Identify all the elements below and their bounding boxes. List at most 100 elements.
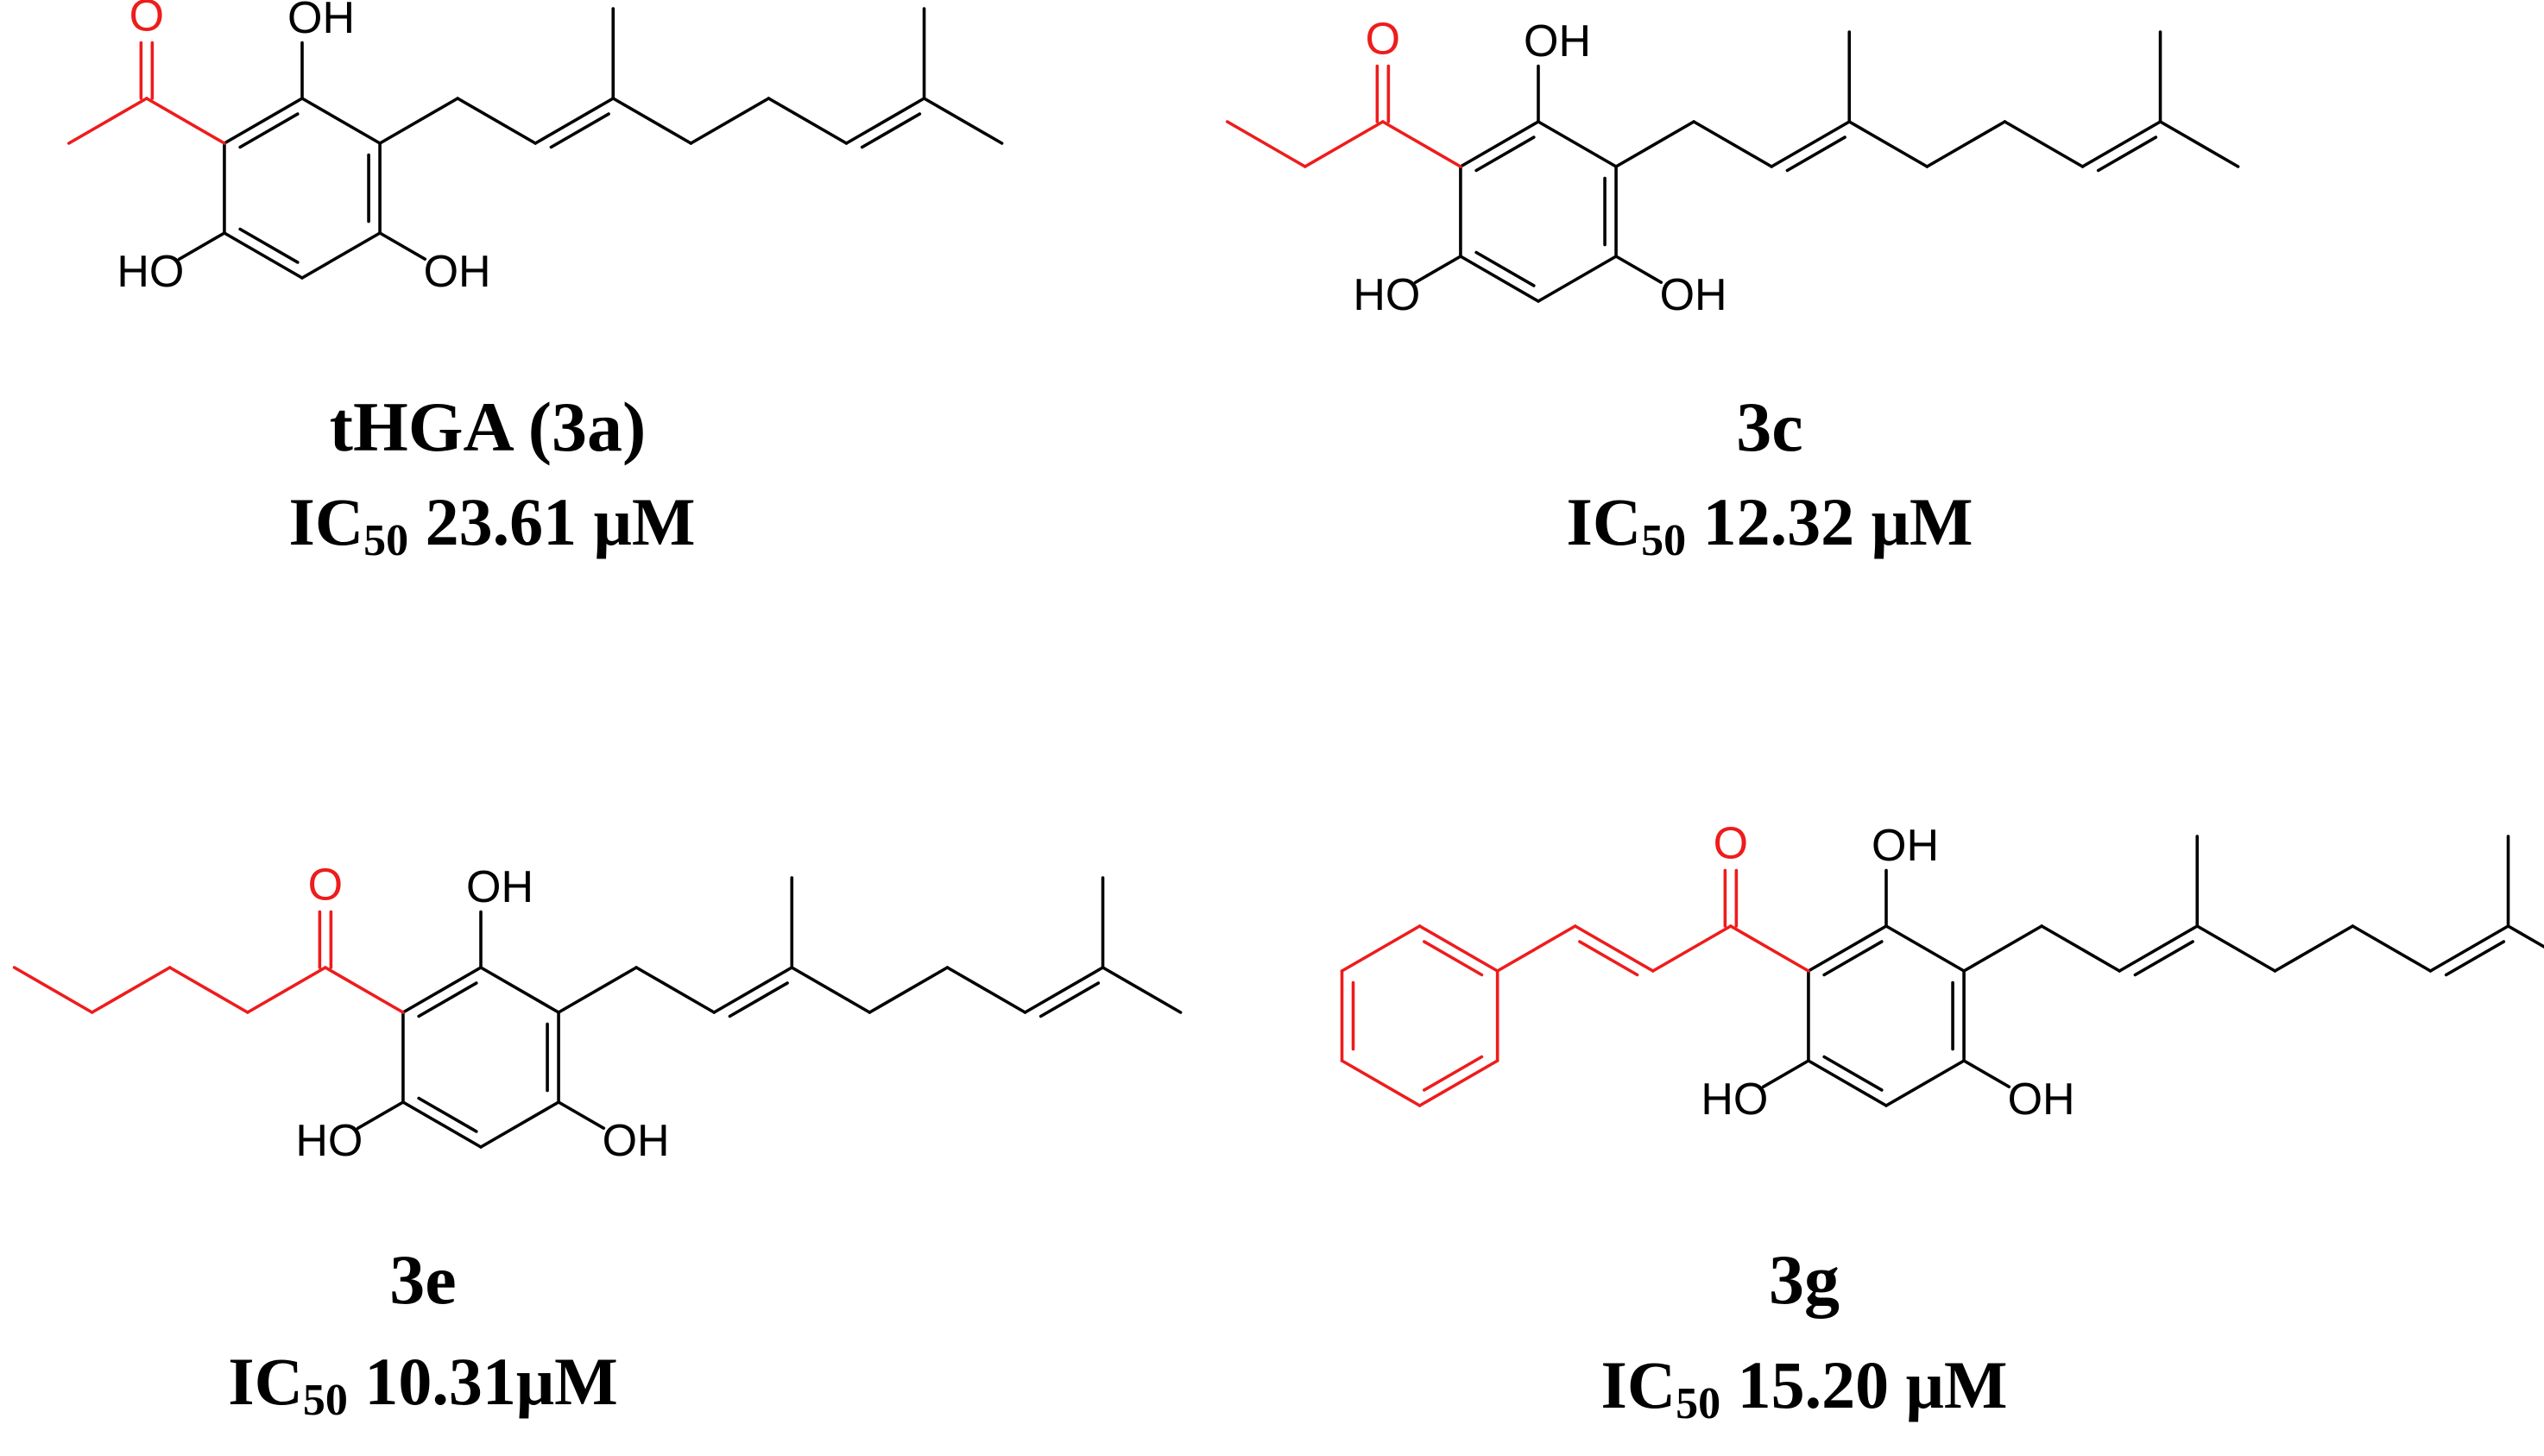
hydroxyl-bond [557, 1100, 606, 1130]
ring-bond [300, 97, 382, 145]
acyl-bond [324, 966, 405, 1014]
chain-double-bond [1785, 136, 1846, 173]
ring-bond [417, 1096, 478, 1133]
ring-bond [1822, 1055, 1884, 1092]
ring-bond [401, 1100, 483, 1149]
chain-bond [2351, 924, 2433, 973]
oxygen-label: O [1714, 819, 1748, 869]
hydroxyl-label: HO [1701, 1075, 1768, 1125]
hydroxyl-label: OH [466, 862, 533, 912]
chain-bond [1614, 120, 1695, 168]
chain-double-bond [2428, 924, 2510, 973]
phenyl-bond [1423, 1055, 1484, 1092]
ring-bond [1459, 255, 1540, 303]
ring-bond [479, 1100, 560, 1149]
acyl-bond [1381, 120, 1462, 168]
hydroxyl-label: HO [295, 1116, 363, 1166]
acyl-bond [1225, 120, 1307, 168]
ic50-subscript: 50 [363, 516, 409, 565]
ic50-value: 15.20 μM [1720, 1347, 2008, 1422]
vinyl-double-bond [1578, 940, 1639, 977]
chain-bond [2273, 924, 2355, 973]
ic50-prefix: IC [288, 484, 364, 559]
compound-name-3a: tHGA (3a) [329, 388, 647, 466]
phenyl-bond [1417, 924, 1499, 973]
vinyl-double-bond [1573, 924, 1655, 973]
acyl-bond [167, 966, 249, 1014]
chain-bond [689, 97, 771, 145]
hydroxyl-label: OH [603, 1116, 670, 1166]
chain-double-bond [2096, 136, 2158, 173]
ic50-label-3e: IC50 10.31μM [147, 1343, 699, 1423]
acyl-bond [1304, 120, 1385, 168]
hydroxyl-label: OH [424, 247, 491, 297]
chain-bond [378, 97, 459, 145]
chain-double-bond [2133, 940, 2194, 977]
hydroxyl-bond [1413, 255, 1462, 284]
phenyl-bond [1340, 1059, 1422, 1107]
ring-bond [1459, 120, 1540, 168]
chain-bond [2040, 924, 2121, 973]
chain-bond [790, 966, 872, 1014]
acyl-bond [12, 966, 94, 1014]
hydroxyl-bond [1761, 1059, 1810, 1088]
chain-bond [1692, 120, 1773, 168]
hydroxyl-bond [356, 1100, 405, 1130]
ring-bond [238, 112, 300, 149]
hydroxyl-label: OH [1872, 821, 1939, 871]
ring-bond [1807, 924, 1888, 973]
ring-bond [1474, 250, 1536, 287]
chain-bond [2195, 924, 2277, 973]
ring-bond [401, 966, 483, 1014]
ic50-label-3g: IC50 15.20 μM [1519, 1346, 2089, 1427]
ring-bond [223, 231, 304, 280]
chain-bond [2003, 120, 2085, 168]
ic50-value: 12.32 μM [1686, 484, 1973, 559]
ring-bond [300, 231, 382, 280]
ring-bond [1822, 940, 1884, 977]
ring-bond [1537, 120, 1618, 168]
chain-double-bond [860, 112, 922, 149]
chain-double-bond [1038, 981, 1101, 1018]
ic50-value: 23.61 μM [408, 484, 696, 559]
oxygen-label: O [1366, 15, 1400, 65]
chain-bond [868, 966, 950, 1014]
compound-name-3c: 3c [1736, 388, 1803, 466]
hydroxyl-bond [378, 231, 427, 261]
ic50-prefix: IC [1600, 1347, 1676, 1422]
chain-double-bond [712, 966, 794, 1014]
ic50-label-3c: IC50 12.32 μM [1485, 483, 2055, 564]
chain-double-bond [2080, 120, 2162, 168]
acyl-bond [67, 97, 148, 145]
hydroxyl-label: HO [1353, 270, 1420, 320]
acyl-bond [90, 966, 172, 1014]
phenyl-bond [1417, 1059, 1499, 1107]
chain-double-bond [1770, 120, 1852, 168]
chain-bond [922, 97, 1004, 145]
ring-bond [238, 227, 300, 264]
chain-bond [634, 966, 716, 1014]
chain-bond [767, 97, 849, 145]
ic50-subscript: 50 [1641, 516, 1687, 565]
acyl-bond [1495, 924, 1577, 973]
chain-bond [2158, 120, 2240, 168]
chain-bond [456, 97, 537, 145]
chain-bond [1962, 924, 2043, 973]
phenyl-bond [1423, 940, 1484, 977]
chain-double-bond [844, 97, 926, 145]
chain-double-bond [728, 981, 789, 1018]
hydroxyl-label: HO [117, 247, 184, 297]
chain-bond [557, 966, 638, 1014]
chain-double-bond [549, 112, 610, 149]
ring-bond [223, 97, 304, 145]
ic50-prefix: IC [1566, 484, 1642, 559]
chain-bond [611, 97, 693, 145]
chain-double-bond [2118, 924, 2200, 973]
chain-bond [1847, 120, 1929, 168]
oxygen-label: O [129, 0, 164, 41]
hydroxyl-label: OH [287, 0, 355, 43]
acyl-bond [145, 97, 226, 145]
compound-name-3e: 3e [389, 1240, 457, 1319]
